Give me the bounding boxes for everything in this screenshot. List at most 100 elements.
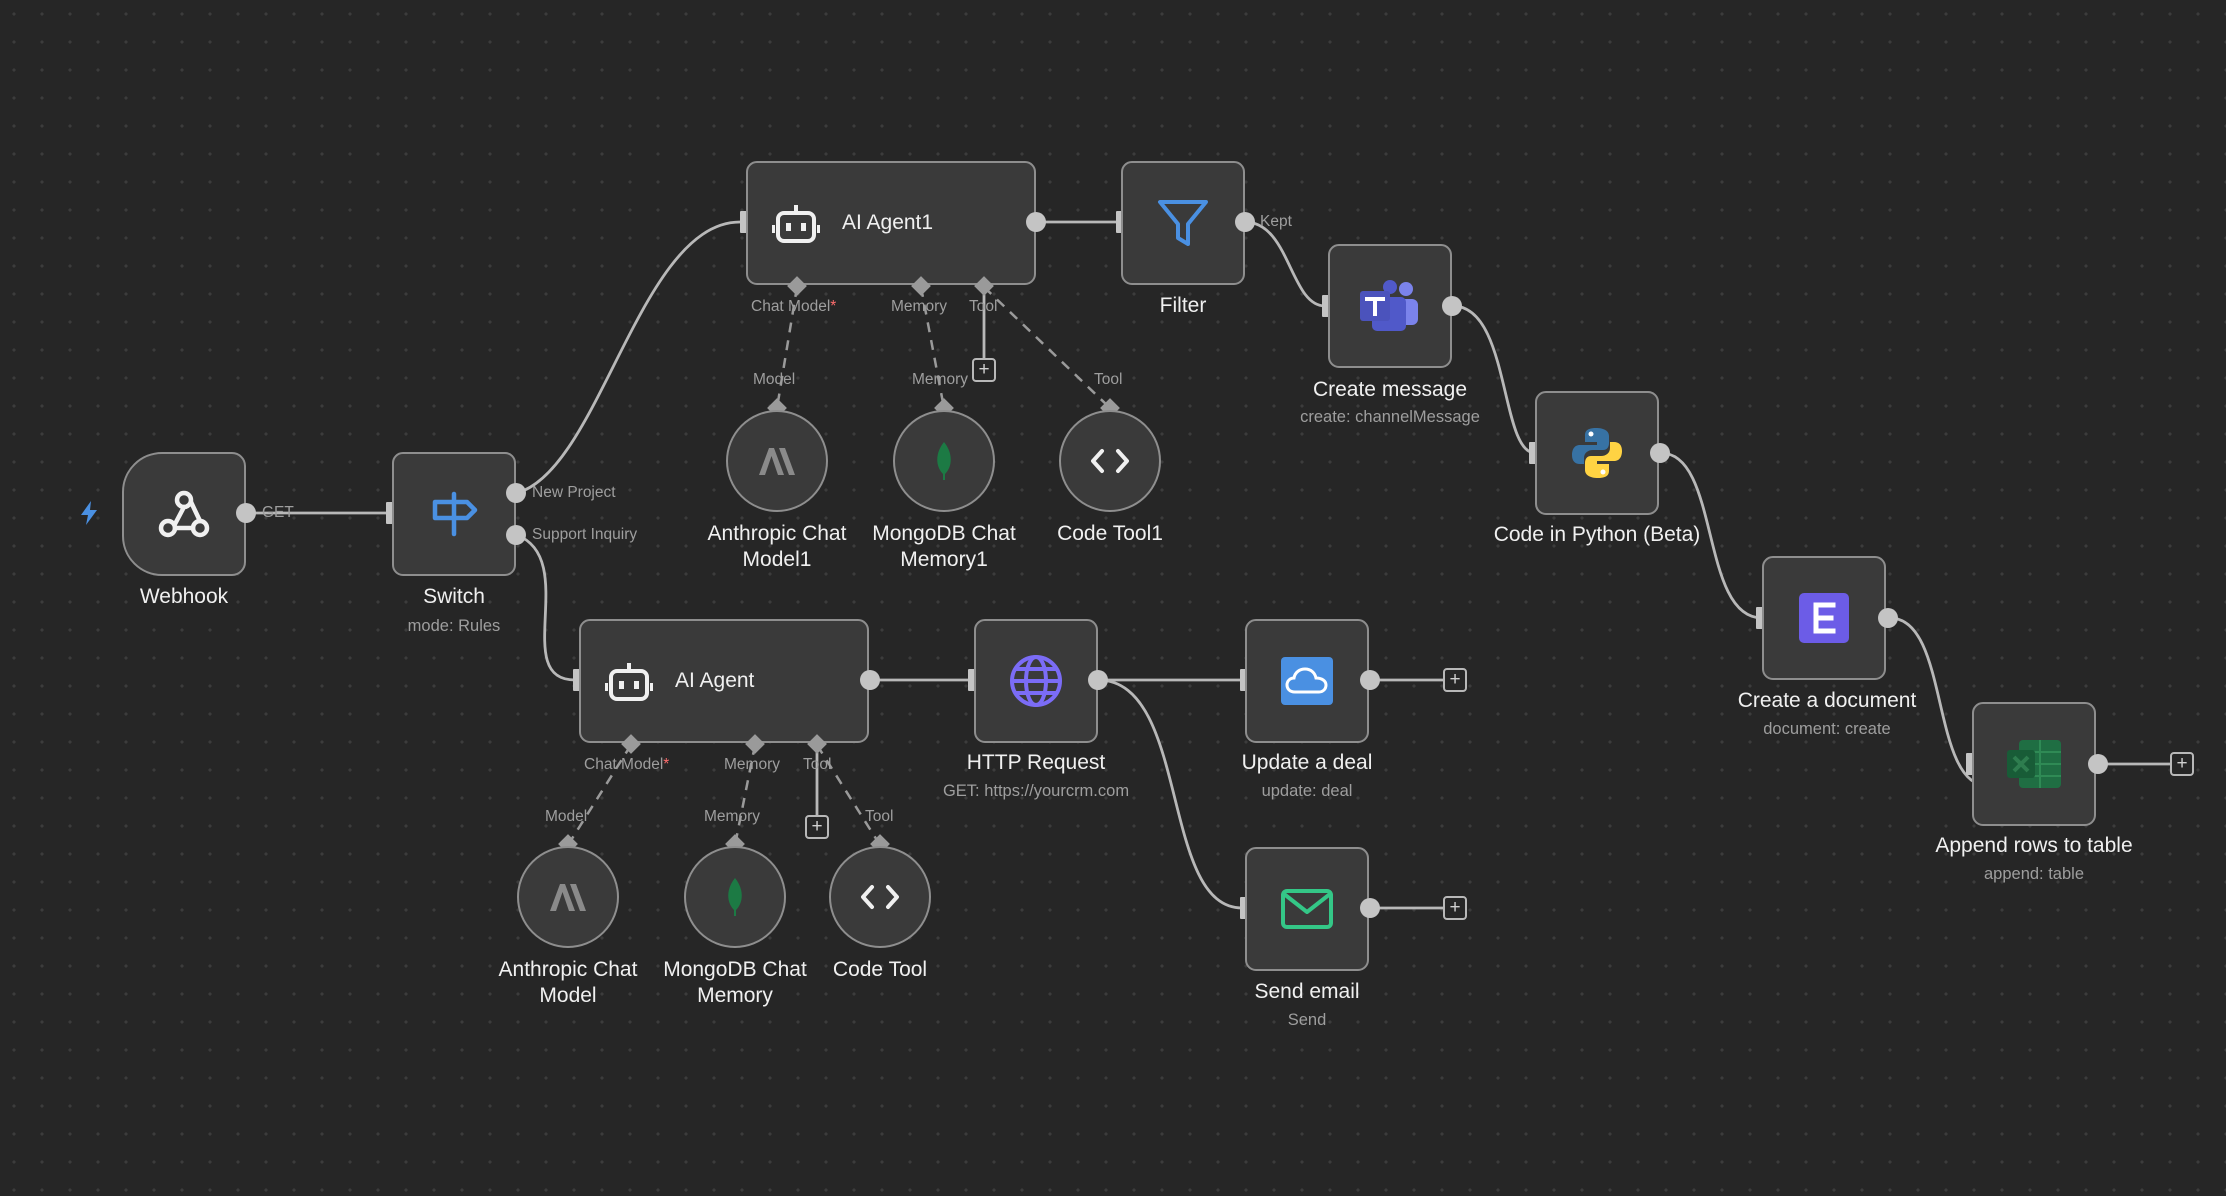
update-deal-output-port[interactable]: [1360, 670, 1380, 690]
create-document-input-port[interactable]: [1756, 607, 1765, 629]
envelope-icon: [1281, 889, 1333, 929]
send-email-input-port[interactable]: [1240, 897, 1249, 919]
update-deal-add-button[interactable]: +: [1443, 668, 1467, 692]
anthropic-chat-model-node[interactable]: [517, 846, 619, 948]
sub-connection: [919, 286, 946, 409]
anthropic-icon: [550, 884, 586, 911]
http-request-title: HTTP Request: [966, 751, 1106, 774]
filter-title: Filter: [1159, 294, 1207, 317]
send-email-title: Send email: [1254, 980, 1360, 1003]
create-message-node[interactable]: [1328, 244, 1452, 368]
anthropic1-model-label: Model: [753, 371, 796, 388]
update-deal-input-port[interactable]: [1240, 669, 1249, 691]
switch-support-inquiry-port[interactable]: [506, 525, 526, 545]
mongodb-leaf-icon: [728, 878, 742, 916]
create-message-input-port[interactable]: [1322, 295, 1331, 317]
cloud-icon: [1281, 657, 1333, 705]
create-document-node[interactable]: [1762, 556, 1886, 680]
http-output-port[interactable]: [1088, 670, 1108, 690]
ai-agent1-node[interactable]: AI Agent1: [746, 161, 1036, 285]
update-deal-node[interactable]: [1245, 619, 1369, 743]
anthropic-chat-model1-node[interactable]: [726, 410, 828, 512]
support-inquiry-output-label: Support Inquiry: [532, 526, 638, 543]
connection: [1244, 220, 1326, 308]
ai-agent-node[interactable]: AI Agent: [579, 619, 869, 743]
agent1-memory-label: Memory: [891, 298, 947, 315]
agent1-add-tool-button[interactable]: +: [972, 358, 996, 382]
mongodb-chat-memory1-node[interactable]: [893, 410, 995, 512]
globe-icon: [1010, 655, 1062, 707]
filter-input-port[interactable]: [1116, 211, 1125, 233]
anthropic-model-label: Model: [545, 808, 588, 825]
sub-connection: [815, 744, 882, 846]
connection: [1452, 304, 1536, 455]
mongodb-leaf-icon: [937, 442, 951, 480]
create-message-subtitle: create: channelMessage: [1300, 408, 1480, 426]
send-email-output-port[interactable]: [1360, 898, 1380, 918]
update-deal-title: Update a deal: [1241, 751, 1373, 774]
connection: [516, 220, 741, 495]
agent1-output-port[interactable]: [1026, 212, 1046, 232]
agent-add-tool-button[interactable]: +: [805, 815, 829, 839]
filter-node[interactable]: [1121, 161, 1245, 285]
mongodb-chat-memory-node[interactable]: [684, 846, 786, 948]
agent-output-port[interactable]: [860, 670, 880, 690]
webhook-node[interactable]: [122, 452, 246, 576]
agent-input-port[interactable]: [573, 669, 582, 691]
kept-output-label: Kept: [1260, 213, 1292, 230]
python-output-port[interactable]: [1650, 443, 1670, 463]
code-tool1-node[interactable]: [1059, 410, 1161, 512]
agent-memory-label: Memory: [724, 756, 780, 773]
append-rows-input-port[interactable]: [1966, 753, 1975, 775]
append-rows-title: Append rows to table: [1935, 834, 2133, 857]
connection: [1660, 451, 1763, 620]
switch-title: Switch: [423, 585, 485, 608]
filter-kept-port[interactable]: [1235, 212, 1255, 232]
excel-icon: [2007, 740, 2061, 788]
agent1-tool-label: Tool: [969, 298, 998, 315]
python-input-port[interactable]: [1529, 442, 1538, 464]
webhook-title: Webhook: [139, 585, 229, 608]
sub-connection: [983, 286, 1111, 409]
send-email-add-button[interactable]: +: [1443, 896, 1467, 920]
update-deal-subtitle: update: deal: [1261, 782, 1353, 800]
signpost-icon: [432, 491, 478, 537]
create-message-output-port[interactable]: [1442, 296, 1462, 316]
connection: [1097, 678, 1243, 910]
switch-node[interactable]: [392, 452, 516, 576]
sub-connection: [566, 744, 633, 846]
agent-tool-label: Tool: [803, 756, 832, 773]
robot-icon: [772, 205, 820, 243]
code-brackets-icon: [861, 885, 899, 909]
webhook-icon: [158, 490, 210, 538]
python-icon: [1572, 428, 1622, 478]
append-rows-node[interactable]: [1972, 702, 2096, 826]
code-brackets-icon: [1091, 449, 1129, 473]
append-rows-output-port[interactable]: [2088, 754, 2108, 774]
http-input-port[interactable]: [968, 669, 977, 691]
create-document-subtitle: document: create: [1763, 720, 1891, 738]
create-document-output-port[interactable]: [1878, 608, 1898, 628]
webhook-output-port[interactable]: [236, 503, 256, 523]
agent1-chat-model-label: Chat Model*: [751, 298, 837, 315]
send-email-node[interactable]: [1245, 847, 1369, 971]
code-in-python-node[interactable]: [1535, 391, 1659, 515]
code-tool1-title: Code Tool1: [1057, 522, 1163, 545]
code-tool-node[interactable]: [829, 846, 931, 948]
agent1-input-port[interactable]: [740, 211, 749, 233]
code-in-python-title: Code in Python (Beta): [1493, 523, 1701, 546]
http-request-node[interactable]: [974, 619, 1098, 743]
switch-input-port[interactable]: [386, 502, 395, 524]
create-message-title: Create message: [1312, 378, 1468, 401]
ai-agent1-title: AI Agent1: [842, 211, 934, 234]
switch-new-project-port[interactable]: [506, 483, 526, 503]
append-rows-add-button[interactable]: +: [2170, 752, 2194, 776]
trigger-bolt-icon: [81, 501, 97, 525]
mongo1-memory-label: Memory: [912, 371, 968, 388]
agent-chat-model-label: Chat Model*: [584, 756, 670, 773]
codetool-tool-label: Tool: [865, 808, 894, 825]
